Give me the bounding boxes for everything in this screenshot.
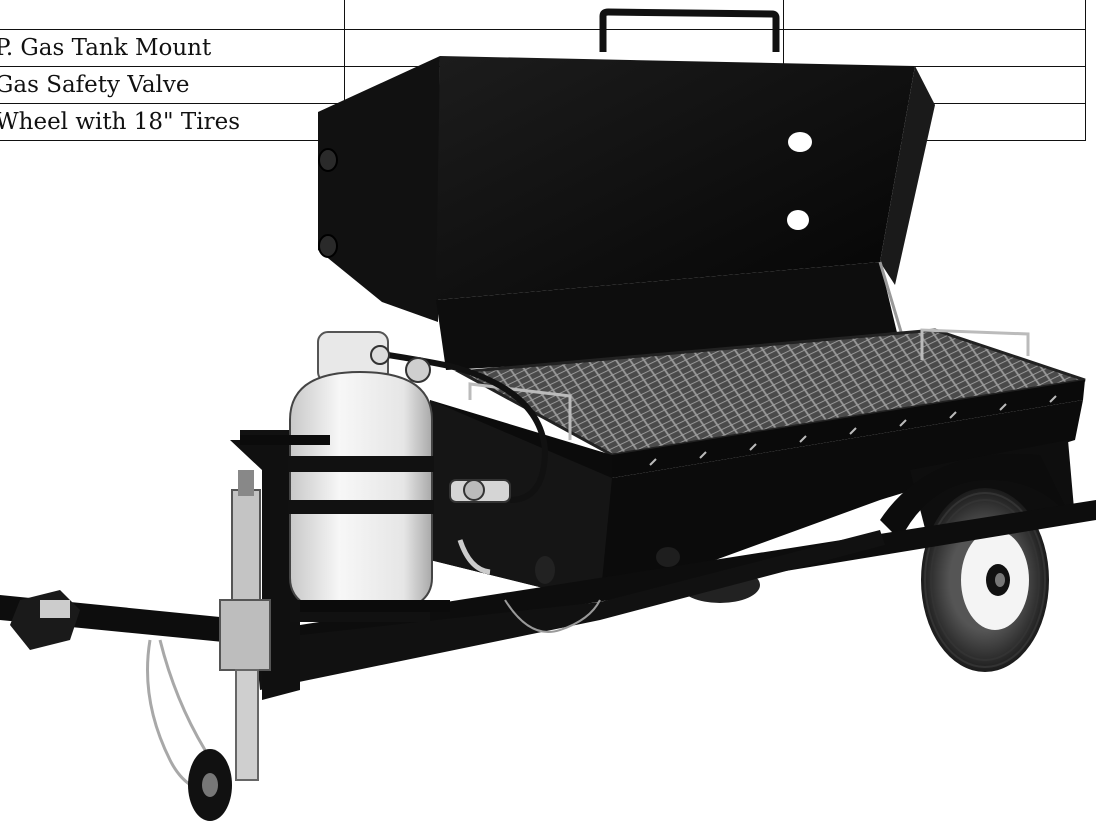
spec-row-extra: [783, 0, 1086, 30]
light-wiring: [504, 599, 601, 633]
spec-row: [0, 0, 1086, 30]
gas-tank-mount: [240, 435, 450, 612]
gas-line: [370, 345, 549, 575]
propane-tank: [288, 331, 434, 622]
trailer-frame: [0, 430, 1096, 700]
spec-row-extra: [783, 29, 1086, 67]
spec-row-label: Wheel with 18" Tires: [0, 103, 345, 141]
grill-lid: [318, 56, 935, 370]
tongue-jack: [188, 470, 271, 821]
spec-row-label: Gas Safety Valve: [0, 66, 345, 104]
lid-handle: [599, 8, 780, 52]
cooking-grate: [454, 328, 1086, 478]
